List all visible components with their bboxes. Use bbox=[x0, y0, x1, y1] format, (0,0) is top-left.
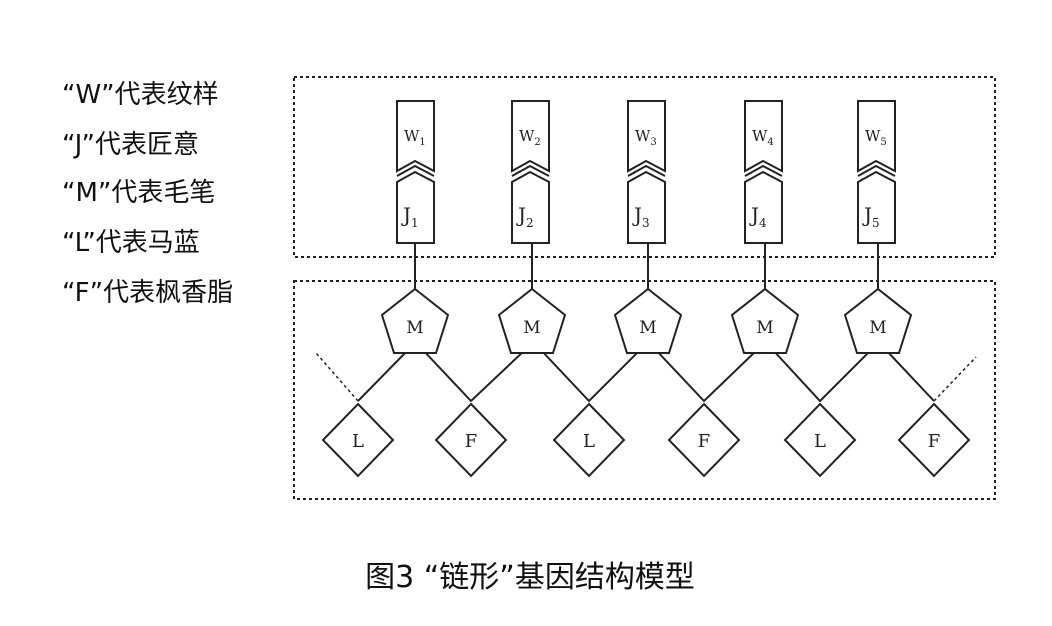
chain-link bbox=[654, 348, 759, 403]
base-label: F bbox=[698, 431, 711, 452]
m-pentagon bbox=[730, 287, 800, 354]
gene-unit-2: W2 J2 M bbox=[497, 100, 567, 354]
base-nodes: L F L F L F bbox=[321, 402, 971, 478]
w-label: W5 bbox=[865, 127, 887, 148]
w-block bbox=[511, 100, 550, 173]
w-label: W3 bbox=[635, 127, 657, 148]
base-diamond-f bbox=[897, 402, 971, 478]
upper-dashed-frame bbox=[293, 76, 996, 258]
base-label: F bbox=[465, 431, 478, 452]
w-label: W1 bbox=[404, 127, 426, 148]
j-block bbox=[857, 170, 896, 244]
j-block bbox=[744, 170, 783, 244]
chevron-joint bbox=[396, 164, 435, 177]
chevron-joint bbox=[857, 164, 896, 177]
legend: “W”代表纹样 “J”代表匠意 “M”代表毛笔 “L”代表马蓝 “F”代表枫香脂 bbox=[62, 80, 233, 308]
j-label: J4 bbox=[749, 203, 767, 230]
m-pentagon bbox=[843, 287, 913, 354]
w-block bbox=[396, 100, 435, 173]
legend-item-m: “M”代表毛笔 bbox=[62, 178, 215, 208]
m-pentagon bbox=[380, 287, 450, 354]
chain-continuation-right bbox=[933, 356, 977, 402]
base-diamond-f bbox=[434, 402, 508, 478]
w-block bbox=[627, 100, 666, 173]
base-label: F bbox=[928, 431, 941, 452]
j-block bbox=[396, 170, 435, 244]
chain-link bbox=[357, 348, 410, 402]
gene-unit-3: W3 J3 M bbox=[613, 100, 683, 354]
j-label: J5 bbox=[862, 203, 880, 230]
gene-unit-4: W4 J4 M bbox=[730, 100, 800, 354]
gene-unit-1: W1 J1 M bbox=[380, 100, 450, 354]
chain-link bbox=[421, 348, 527, 403]
m-label: M bbox=[639, 318, 656, 338]
base-diamond-f bbox=[667, 402, 741, 478]
chain-link bbox=[539, 348, 642, 403]
j-block bbox=[627, 170, 666, 244]
j-label: J3 bbox=[632, 203, 650, 230]
chevron-joint bbox=[627, 164, 666, 177]
w-block bbox=[744, 100, 783, 173]
figure-caption: 图3 “链形”基因结构模型 bbox=[365, 560, 695, 595]
j-label: J2 bbox=[516, 203, 534, 230]
chevron-joint bbox=[511, 164, 550, 177]
j-label: J1 bbox=[401, 203, 419, 230]
base-diamond-l bbox=[783, 402, 857, 478]
legend-item-l: “L”代表马蓝 bbox=[62, 228, 200, 258]
m-label: M bbox=[406, 318, 423, 338]
m-label: M bbox=[756, 318, 773, 338]
w-block bbox=[857, 100, 896, 173]
base-label: L bbox=[352, 431, 364, 452]
m-pentagon bbox=[613, 287, 683, 354]
w-label: W2 bbox=[519, 127, 541, 148]
w-label: W4 bbox=[752, 127, 774, 148]
j-block bbox=[511, 170, 550, 244]
base-diamond-l bbox=[321, 402, 395, 478]
legend-item-f: “F”代表枫香脂 bbox=[62, 278, 233, 308]
m-label: M bbox=[523, 318, 540, 338]
legend-item-j: “J”代表匠意 bbox=[62, 130, 199, 160]
chain-link bbox=[884, 348, 935, 402]
chain-continuation-left bbox=[315, 352, 359, 402]
legend-item-w: “W”代表纹样 bbox=[62, 80, 219, 110]
base-label: L bbox=[583, 431, 595, 452]
m-label: M bbox=[869, 318, 886, 338]
base-label: L bbox=[814, 431, 826, 452]
chain-backbone bbox=[315, 348, 977, 403]
lower-dashed-frame bbox=[293, 280, 996, 500]
chain-link bbox=[771, 348, 873, 403]
gene-unit-5: W5 J5 M bbox=[843, 100, 913, 354]
chevron-joint bbox=[744, 164, 783, 177]
base-diamond-l bbox=[552, 402, 626, 478]
m-pentagon bbox=[497, 287, 567, 354]
